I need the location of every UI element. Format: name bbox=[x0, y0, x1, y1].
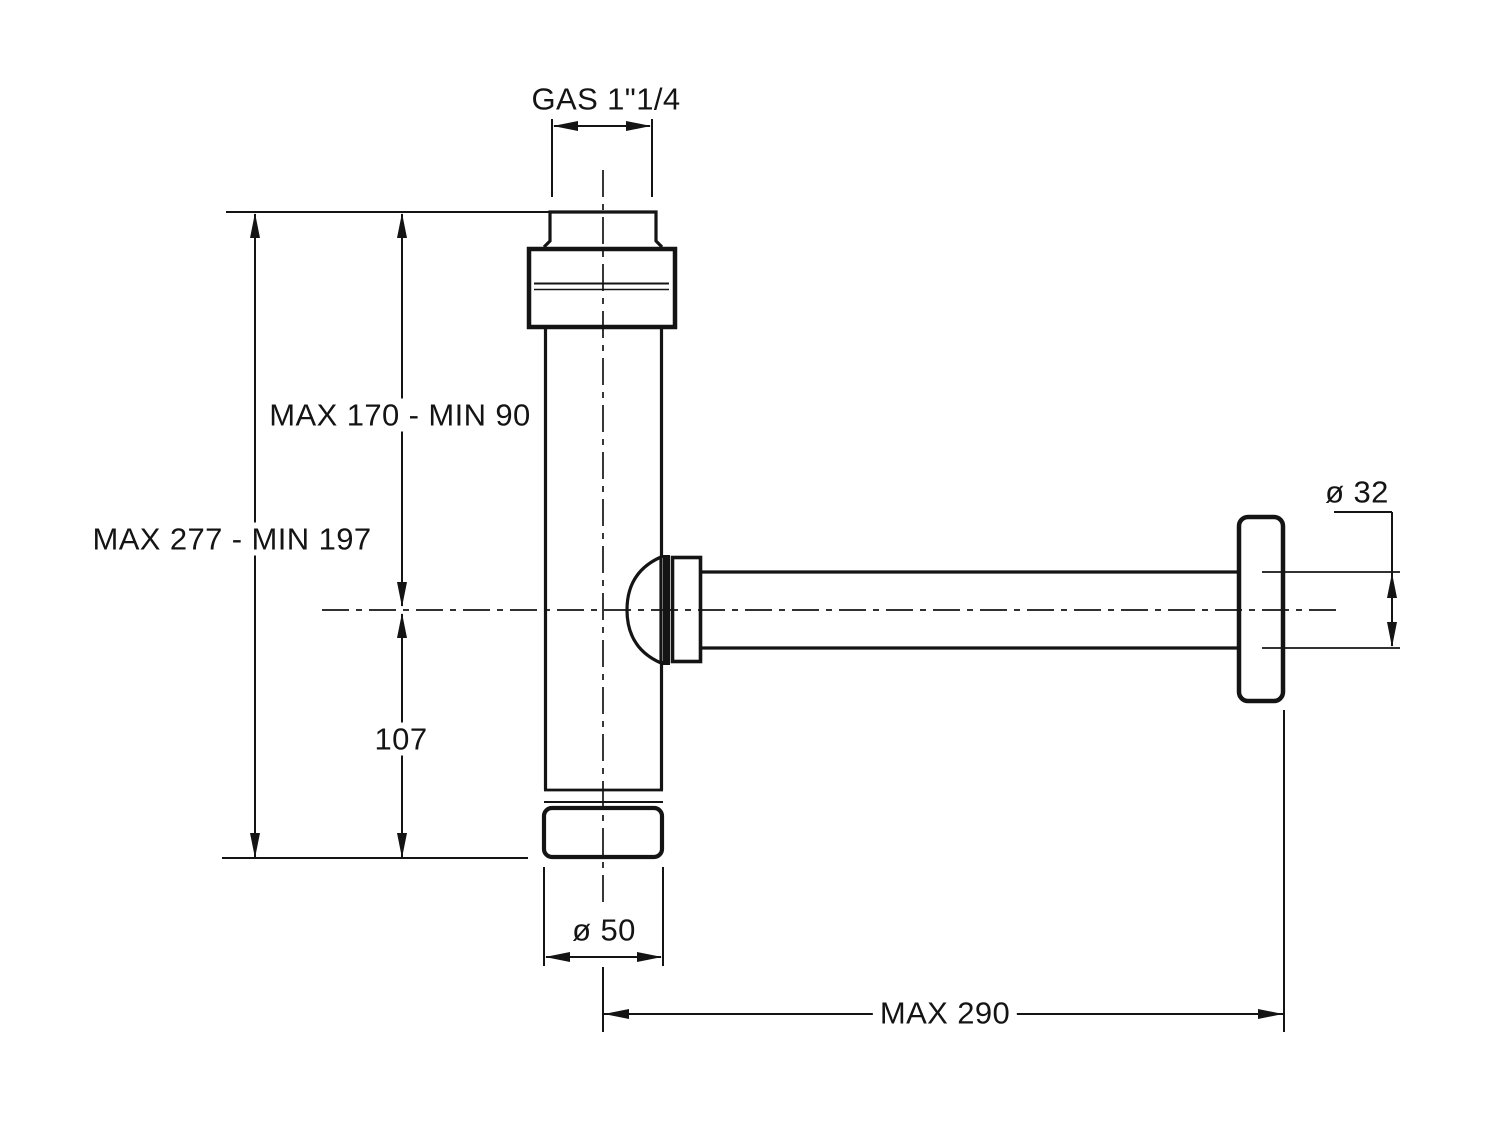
dim-body-diameter bbox=[543, 867, 664, 966]
label-upper-height: MAX 170 - MIN 90 bbox=[262, 398, 538, 432]
dimensions bbox=[222, 119, 1400, 1032]
dim-outlet-diameter bbox=[1262, 511, 1400, 649]
dim-horizontal-reach bbox=[602, 710, 1285, 1032]
label-lower-height: 107 bbox=[367, 722, 435, 756]
dim-gas-arrow-right bbox=[626, 121, 651, 131]
dim-gas-thread bbox=[551, 119, 653, 197]
dim-upper-height-arrow-up bbox=[397, 213, 407, 238]
dim-gas-arrow-left bbox=[553, 121, 578, 131]
centerlines bbox=[322, 170, 1340, 902]
dim-total-height-arrow-up bbox=[250, 213, 260, 238]
dim-max290-arrow-right bbox=[1258, 1009, 1283, 1019]
label-outlet-diameter: ø 32 bbox=[1318, 475, 1396, 509]
inlet-nut bbox=[526, 246, 678, 330]
dim-lower-height-arrow-down bbox=[397, 833, 407, 858]
dim-d50-arrow-right bbox=[637, 952, 662, 962]
label-total-height: MAX 277 - MIN 197 bbox=[85, 522, 379, 556]
label-body-diameter: ø 50 bbox=[565, 913, 643, 947]
label-horizontal-reach: MAX 290 bbox=[872, 996, 1018, 1030]
wall-flange bbox=[1236, 514, 1286, 704]
label-gas-thread: GAS 1"1/4 bbox=[524, 82, 688, 116]
dim-d50-arrow-left bbox=[545, 952, 570, 962]
dim-max290-arrow-left bbox=[604, 1009, 629, 1019]
dim-total-height-arrow-down bbox=[250, 833, 260, 858]
dim-upper-height-arrow-down bbox=[397, 582, 407, 607]
dim-d32-arrow-down bbox=[1387, 622, 1397, 647]
inlet-stub bbox=[542, 210, 664, 249]
dim-lower-height-arrow-up bbox=[397, 613, 407, 638]
dim-d32-arrow-up bbox=[1387, 573, 1397, 598]
siphon-body bbox=[526, 210, 1286, 860]
